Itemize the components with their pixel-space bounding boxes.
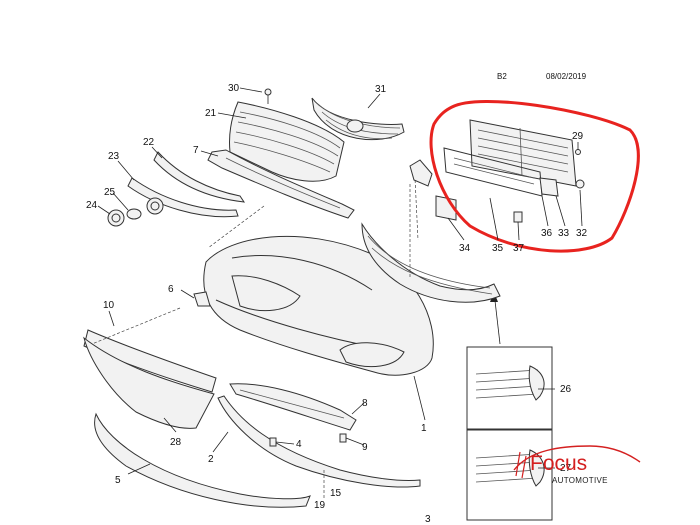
logo-tagline: AUTOMOTIVE <box>552 476 608 485</box>
callout-30: 28 <box>170 437 182 448</box>
callout-9: 9 <box>362 442 368 453</box>
callout-7: 7 <box>193 145 199 156</box>
callout-33: 36 <box>541 228 553 239</box>
part-34-actuator <box>539 177 559 197</box>
diagram-date: 08/02/2019 <box>546 72 587 81</box>
diagram-code: B2 <box>497 72 507 81</box>
part-6-bracket <box>193 291 211 307</box>
callout-15: 15 <box>330 488 342 499</box>
callout-37: 37 <box>513 243 525 254</box>
callout-25: 25 <box>104 187 116 198</box>
part-1-bumper-cover <box>203 235 434 376</box>
callout-3: 3 <box>425 514 431 525</box>
callout-10: 10 <box>103 300 115 311</box>
callout-19: 19 <box>314 500 326 511</box>
part-25-emblem <box>146 197 164 215</box>
callout-29: 27 <box>560 463 572 474</box>
part-26-screw <box>264 88 272 104</box>
callout-23: 23 <box>108 151 120 162</box>
focus-automotive-logo: Focus AUTOMOTIVE <box>513 445 641 485</box>
callout-28: 26 <box>560 384 572 395</box>
leader-lines <box>97 87 583 475</box>
detail-box-28 <box>466 346 553 430</box>
callout-34: 33 <box>558 228 570 239</box>
callout-22: 22 <box>143 137 155 148</box>
detail-box-29 <box>466 429 553 521</box>
callout-27: 31 <box>375 84 387 95</box>
callout-32: 35 <box>492 243 504 254</box>
part-27-upper-grille <box>311 97 405 141</box>
part-badge-mount <box>126 208 142 220</box>
callout-35: 32 <box>576 228 588 239</box>
part-21-main-grille <box>229 101 345 182</box>
part-duct-piece <box>409 159 433 187</box>
part-4-clip <box>269 437 277 447</box>
part-5-lower-spoiler <box>94 412 311 508</box>
callout-26: 30 <box>228 83 240 94</box>
part-8-undertray <box>229 383 357 431</box>
logo-name: Focus <box>530 452 587 475</box>
logo-swoosh <box>515 451 527 479</box>
callout-1: 1 <box>421 423 427 434</box>
callout-numbers: 30 31 21 22 7 23 25 24 6 10 28 2 5 4 8 9… <box>86 83 588 525</box>
callout-36: 29 <box>572 131 584 142</box>
callout-4: 4 <box>296 439 302 450</box>
callout-24: 24 <box>86 200 98 211</box>
callout-5: 5 <box>115 475 121 486</box>
callout-8: 8 <box>362 398 368 409</box>
part-lower-mesh-grille <box>361 222 501 303</box>
part-36-screw <box>575 149 581 155</box>
callout-6: 6 <box>168 284 174 295</box>
part-22-chrome-trim <box>153 151 246 203</box>
highlight-outline <box>429 100 640 253</box>
part-24-badge <box>107 209 125 227</box>
part-30-lower-panel <box>83 336 215 429</box>
callout-21: 21 <box>205 108 217 119</box>
part-7-grille-support <box>207 149 355 219</box>
part-2-lower-trim <box>217 395 421 488</box>
car-silhouette-icon <box>513 445 641 471</box>
callout-2: 2 <box>208 454 214 465</box>
part-33-active-shutter <box>469 119 577 187</box>
part-37-clip <box>513 211 523 223</box>
assembly-guides <box>91 184 411 500</box>
callout-31: 34 <box>459 243 471 254</box>
part-9-clip <box>339 433 347 443</box>
part-35-clip <box>575 179 585 189</box>
